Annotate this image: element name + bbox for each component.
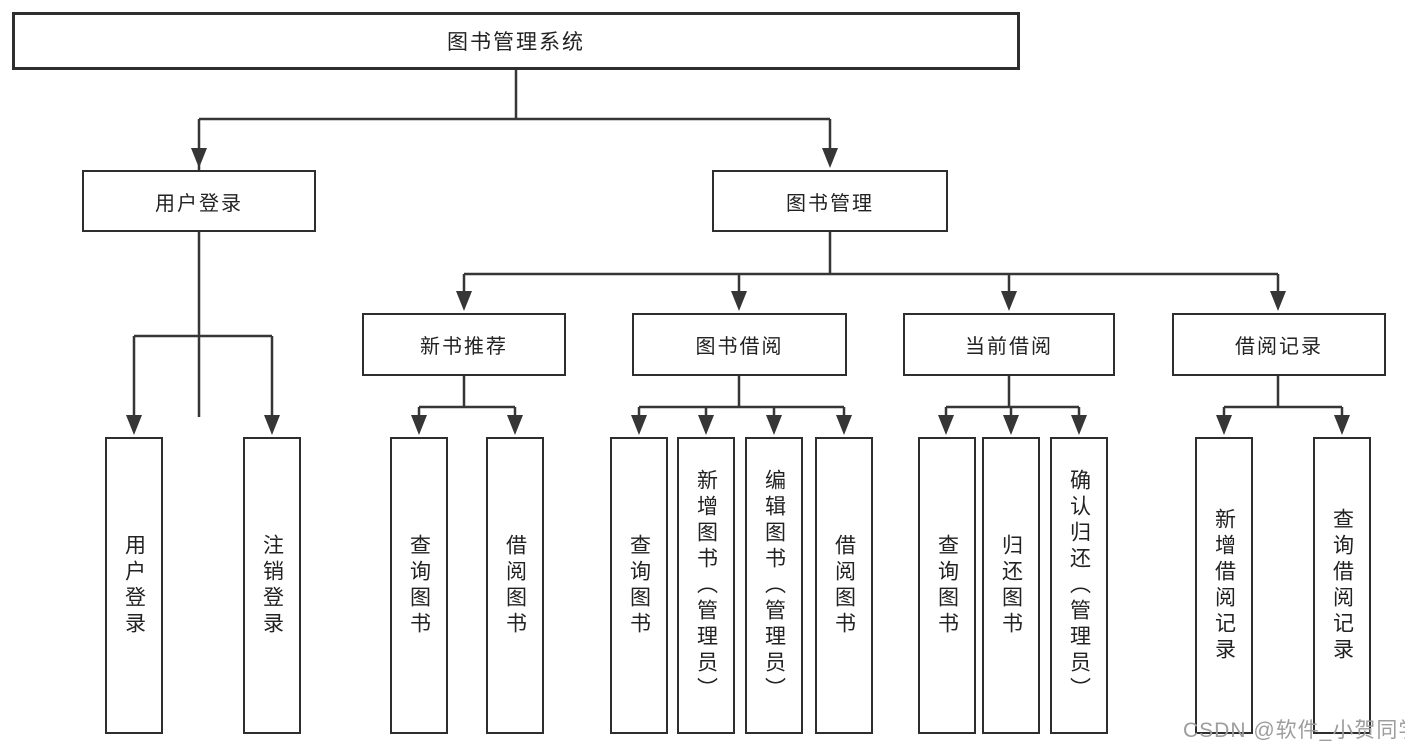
node-user-login-branch: 用户登录 [82, 170, 316, 232]
node-borrow-records: 借阅记录 [1172, 313, 1386, 376]
node-book-borrow: 图书借阅 [632, 313, 847, 376]
leaf-borrow-books-recommend: 借阅图书 [486, 437, 544, 734]
node-book-management-branch: 图书管理 [712, 170, 948, 232]
leaf-query-books-borrow: 查询图书 [610, 437, 668, 734]
node-current-borrow: 当前借阅 [903, 313, 1115, 376]
node-new-book-recommend: 新书推荐 [362, 313, 566, 376]
leaf-logout: 注销登录 [243, 437, 301, 734]
node-root-system: 图书管理系统 [12, 12, 1020, 70]
leaf-query-books-recommend: 查询图书 [390, 437, 448, 734]
leaf-query-books-current: 查询图书 [918, 437, 976, 734]
leaf-user-login: 用户登录 [105, 437, 163, 734]
leaf-edit-books-admin: 编辑图书（管理员） [745, 437, 803, 734]
leaf-confirm-return-admin: 确认归还（管理员） [1050, 437, 1108, 734]
leaf-borrow-books: 借阅图书 [815, 437, 873, 734]
leaf-add-borrow-record: 新增借阅记录 [1195, 437, 1253, 734]
csdn-watermark: CSDN @软件_小贺同学 [1183, 719, 1405, 742]
leaf-query-borrow-record: 查询借阅记录 [1313, 437, 1371, 734]
leaf-return-books: 归还图书 [982, 437, 1040, 734]
leaf-add-books-admin: 新增图书（管理员） [677, 437, 735, 734]
